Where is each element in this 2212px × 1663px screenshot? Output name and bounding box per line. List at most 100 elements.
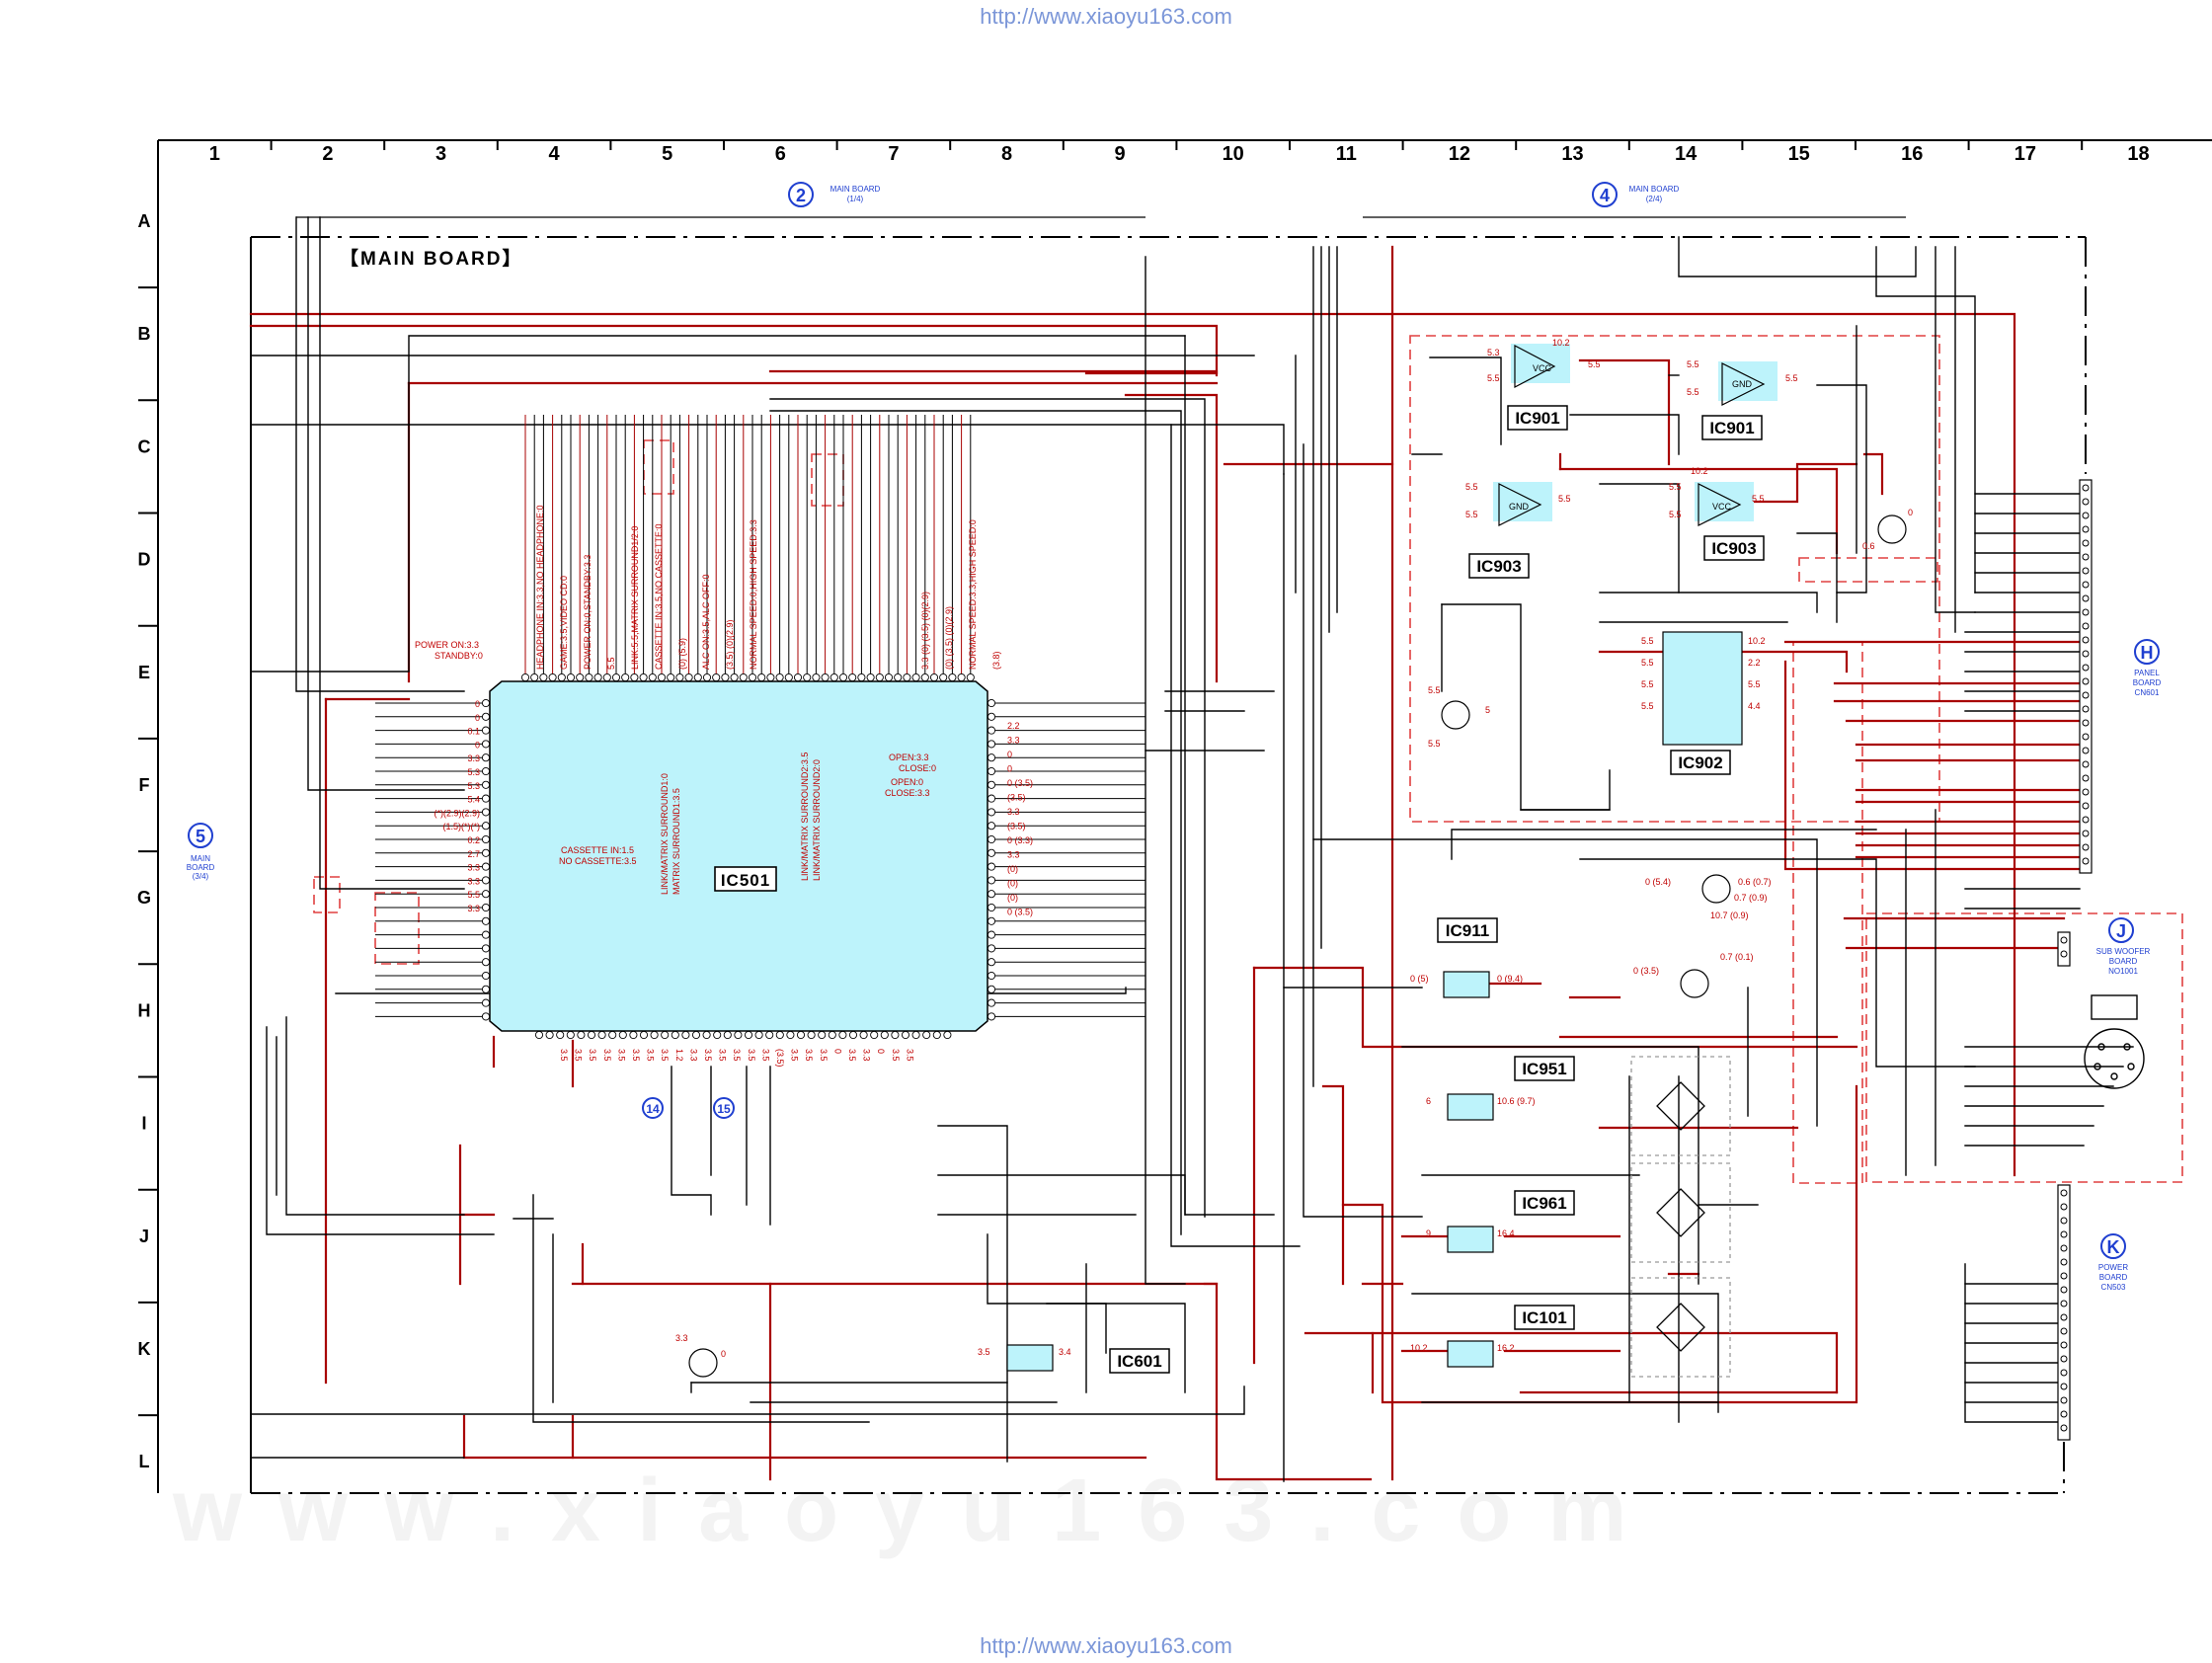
ann-cassette-in: CASSETTE IN:1.5 (561, 845, 634, 855)
header-panel-board-pin (2082, 498, 2090, 506)
grid-col-6: 6 (775, 143, 786, 165)
voltage-right: (3.5) (1007, 822, 1026, 832)
v-ic901a-out: 5.5 (1588, 359, 1601, 369)
header-panel-board-pin (2082, 788, 2090, 796)
ic501-pin (894, 673, 903, 682)
ic501-pin (671, 1030, 679, 1040)
trace-black (295, 216, 465, 692)
bridge-rectifier (1656, 1188, 1705, 1237)
header-panel-board-pin (2082, 857, 2090, 865)
v-ic601-in: 3.5 (978, 1347, 990, 1357)
header-panel-board-pin (2082, 484, 2090, 492)
v-q-left-r: 5 (1485, 705, 1490, 715)
bridge-rectifiers (1630, 1056, 1731, 1378)
connector-headers (2057, 479, 2093, 1441)
pin-label-top: ALC ON:3.5,ALC OFF:0 (701, 574, 711, 670)
header-panel-board-pin (2082, 622, 2090, 630)
header-power-board-pin (2060, 1369, 2068, 1377)
trace-black (319, 216, 465, 890)
ic501-label: IC501 (721, 871, 770, 890)
trace-black (1964, 1263, 2065, 1423)
header-panel-board-pin (2082, 664, 2090, 672)
header-panel-board-pin (2082, 802, 2090, 810)
ic501-pin (766, 673, 775, 682)
trace-red (1252, 966, 1858, 1049)
ic501-pin (530, 673, 539, 682)
voltage-right: 0 (1007, 764, 1012, 774)
connector-refs: 2 MAIN BOARD (1/4) 4 MAIN BOARD (2/4) 5 … (187, 182, 2161, 1292)
header-panel-board-pin (2082, 747, 2090, 754)
ann-no-cassette: NO CASSETTE:3.5 (559, 856, 637, 866)
v-q-g-d: 10.7 (0.9) (1710, 911, 1749, 920)
ic501-pin (539, 673, 548, 682)
v-q-g-a: 0 (5.4) (1645, 877, 1671, 887)
v-q-h-a: 0 (3.5) (1633, 966, 1659, 976)
ic911-label: IC911 (1446, 921, 1489, 940)
trace-black (769, 410, 1182, 1235)
ic501-pin (757, 673, 766, 682)
trace-black (1184, 335, 1275, 1216)
trace-black (250, 1386, 1245, 1415)
ic501-pin (786, 1030, 795, 1040)
ic501-pin (987, 903, 996, 912)
grid-col-15: 15 (1788, 143, 1810, 165)
footer-url[interactable]: http://www.xiaoyu163.com (980, 1633, 1232, 1658)
voltage-bottom: 3.3 (862, 1049, 872, 1062)
ic501-pin (734, 1030, 743, 1040)
connector-H-l1: PANEL (2134, 669, 2160, 677)
ic501-pin (723, 1030, 732, 1040)
connector-2-sub: (1/4) (847, 195, 864, 203)
ic501-pin (943, 1030, 952, 1040)
v-ic101-in: 10.2 (1410, 1343, 1428, 1353)
grid-row-D: D (138, 550, 151, 570)
header-panel-board-pin (2082, 774, 2090, 782)
v-ic901b-in2: 5.5 (1687, 387, 1699, 397)
trace-black (250, 335, 1186, 673)
v-ic903b-vcc: 10.2 (1691, 466, 1708, 476)
grid-col-11: 11 (1336, 143, 1357, 165)
ic501-pin (621, 673, 630, 682)
trace-black (307, 216, 465, 791)
connector-2-name: MAIN BOARD (830, 185, 881, 194)
ic501-pin (866, 673, 875, 682)
voltage-right: (3.5) (1007, 793, 1026, 803)
v-ic903a-out: 5.5 (1558, 494, 1571, 504)
voltage-left: 3.3 (467, 753, 480, 763)
ic501-pin (585, 673, 593, 682)
ic501-pin (891, 1030, 900, 1040)
ic501-pin (987, 726, 996, 735)
header-url[interactable]: http://www.xiaoyu163.com (980, 4, 1232, 29)
v-q-k-right: 0 (721, 1349, 726, 1359)
ann-close2: CLOSE:3.3 (885, 788, 930, 798)
v-q-d16-a: 0 (1908, 508, 1913, 517)
ic501-pin (481, 971, 491, 981)
v-ic902-l2: 5.5 (1641, 658, 1654, 668)
ic902-label: IC902 (1678, 753, 1722, 772)
header-panel-board-pin (2082, 539, 2090, 547)
ic501-pin (481, 958, 491, 967)
voltage-left: 0 (475, 713, 480, 723)
grid-col-13: 13 (1561, 143, 1583, 165)
pin-label-top: CASSETTE IN:3.5,NO CASSETTE:0 (654, 523, 664, 670)
ic501-pin (481, 766, 491, 776)
trace-black (1145, 256, 1186, 1285)
header-panel-board-pin (2082, 705, 2090, 713)
voltage-bottom: 3.5 (905, 1049, 914, 1062)
trace-black (1401, 1046, 1699, 1285)
ic501-pin (987, 740, 996, 749)
ic501-pin (629, 1030, 638, 1040)
voltage-left: 0.2 (467, 835, 480, 845)
ic501-pin (987, 780, 996, 789)
voltage-bottom: 3.5 (747, 1049, 756, 1062)
connector-H-l3: CN601 (2135, 688, 2160, 697)
pin-label-top: NORMAL SPEED:3.3,HIGH SPEED:0 (968, 519, 978, 670)
trace-black (1599, 483, 1680, 594)
ic501-pin (481, 780, 491, 789)
ann-link-left1: LINK/MATRIX SURROUND1:0 (660, 773, 670, 895)
grid-col-2: 2 (322, 143, 333, 165)
connector-J-num: J (2116, 921, 2126, 941)
ic501-pin (520, 673, 530, 682)
v-q-k-left: 3.3 (675, 1333, 688, 1343)
grid-row-F: F (139, 775, 150, 795)
grid-col-7: 7 (888, 143, 899, 165)
